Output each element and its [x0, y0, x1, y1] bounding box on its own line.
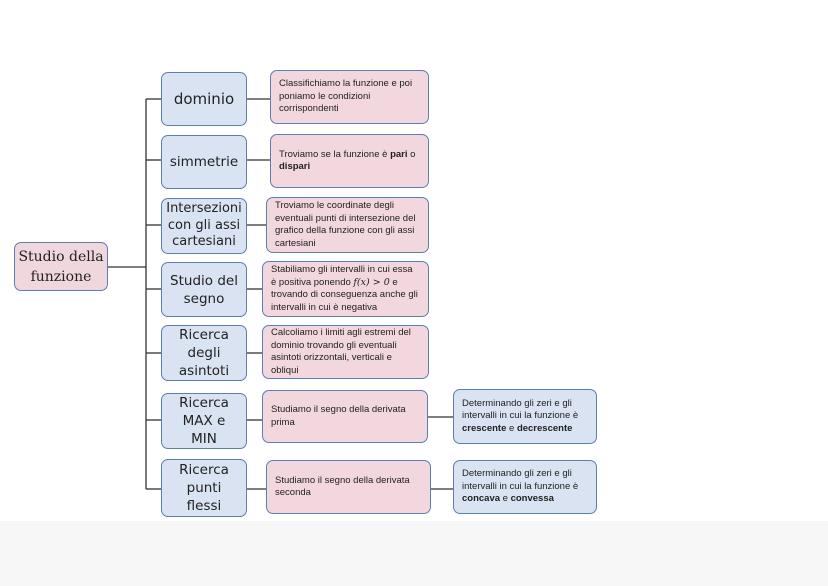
step-label: cartesiani [172, 234, 236, 250]
step-label: MAX e [182, 413, 226, 429]
desc-simmetrie: Troviamo se la funzione è pari o dispari [270, 134, 429, 188]
desc-flessi: Studiamo il segno della derivata seconda [266, 460, 431, 514]
step-intersezioni: Intersezioni con gli assi cartesiani [161, 198, 247, 254]
root-node: Studio della funzione [14, 242, 108, 291]
step-label: Ricerca [179, 395, 229, 411]
detail-text: Determinando gli zeri e gli intervalli i… [462, 397, 579, 434]
desc-intersezioni: Troviamo le coordinate degli eventuali p… [266, 197, 429, 253]
step-label: Intersezioni [166, 201, 242, 217]
desc-text: Stabiliamo gli intervalli in cui essa è … [271, 264, 418, 313]
detail-flessi: Determinando gli zeri e gli intervalli i… [453, 460, 597, 514]
step-label: degli [187, 345, 221, 361]
step-max-min: Ricerca MAX e MIN [161, 393, 247, 449]
step-flessi: Ricerca punti flessi [161, 459, 247, 517]
desc-text: Troviamo le coordinate degli eventuali p… [275, 200, 416, 249]
step-label: punti [186, 480, 222, 496]
step-label: Ricerca [179, 327, 229, 343]
desc-text: Classifichiamo la funzione e poi poniamo… [279, 78, 413, 115]
step-label: Studio del [170, 272, 238, 289]
desc-text: Troviamo se la funzione è pari o dispari [279, 148, 416, 173]
bold-concava: concava [462, 493, 501, 505]
step-label: simmetrie [169, 154, 239, 170]
step-studio-segno: Studio del segno [161, 262, 247, 317]
root-label-line2: funzione [30, 268, 92, 285]
detail-text: Determinando gli zeri e gli intervalli i… [462, 468, 579, 505]
step-label: flessi [186, 498, 222, 514]
step-label: Ricerca [179, 462, 229, 478]
desc-text: Studiamo il segno della derivata seconda [275, 474, 410, 499]
desc-text: Calcoliamo i limiti agli estremi del dom… [271, 327, 411, 376]
root-label-line1: Studio della [18, 248, 104, 265]
step-simmetrie: simmetrie [161, 135, 247, 189]
bold-crescente: crescente [462, 422, 507, 434]
step-asintoti: Ricerca degli asintoti [161, 325, 247, 381]
math-inequality: f(x) > 0 [353, 276, 390, 288]
desc-dominio: Classifichiamo la funzione e poi poniamo… [270, 70, 429, 124]
bold-convessa: convessa [510, 493, 554, 505]
bold-decrescente: decrescente [516, 422, 573, 434]
detail-max-min: Determinando gli zeri e gli intervalli i… [453, 389, 597, 444]
step-dominio: dominio [161, 72, 247, 126]
step-label: segno [183, 290, 225, 307]
background-band [0, 521, 828, 586]
step-label: con gli assi [167, 217, 241, 233]
bold-dispari: dispari [279, 161, 311, 172]
desc-max-min: Studiamo il segno della derivata prima [262, 390, 428, 443]
step-label: dominio [173, 90, 235, 108]
step-label: asintoti [178, 363, 230, 379]
desc-text: Studiamo il segno della derivata prima [271, 404, 406, 428]
step-label: MIN [191, 431, 217, 447]
bold-pari: pari [390, 148, 408, 160]
desc-studio-segno: Stabiliamo gli intervalli in cui essa è … [262, 261, 429, 317]
desc-asintoti: Calcoliamo i limiti agli estremi del dom… [262, 325, 429, 379]
